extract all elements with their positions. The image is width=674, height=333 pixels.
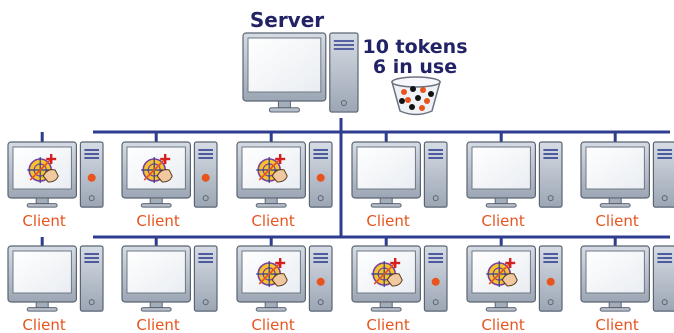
monitor-screen (471, 146, 531, 190)
tower (308, 141, 333, 208)
tower (538, 245, 563, 312)
client-computer: Client (580, 141, 674, 230)
client-computer: Client (7, 141, 104, 230)
server-unit (242, 32, 359, 113)
token-dot (415, 95, 421, 101)
token-dot (428, 91, 434, 97)
client-computer: Client (236, 141, 333, 230)
client-computer: Client (351, 245, 448, 333)
client-label: Client (595, 212, 639, 230)
app-tool-icon (256, 154, 288, 183)
monitor (121, 245, 192, 312)
monitor (351, 141, 422, 208)
active-indicator (431, 277, 440, 286)
client-label: Client (251, 212, 295, 230)
monitor (7, 245, 78, 312)
tower (423, 245, 448, 312)
client-computer: Client (121, 141, 218, 230)
tower (193, 245, 218, 312)
token-dot (419, 105, 425, 111)
monitor-screen (356, 146, 416, 190)
monitor-screen (247, 37, 322, 93)
client-label: Client (136, 316, 180, 333)
client-label: Client (481, 212, 525, 230)
token-dot (420, 87, 426, 93)
token-dot (424, 98, 430, 104)
client-unit (351, 245, 448, 312)
tower (79, 245, 104, 312)
tokens-total-text: 10 tokens (362, 36, 467, 58)
client-label: Client (481, 316, 525, 333)
active-indicator (201, 173, 210, 182)
bucket-rim (391, 76, 441, 88)
client-label: Client (366, 212, 410, 230)
client-label: Client (366, 316, 410, 333)
app-tool-icon (141, 154, 173, 183)
token-dot (409, 104, 415, 110)
client-unit (580, 245, 674, 312)
server-label: Server (250, 8, 324, 32)
active-indicator (546, 277, 555, 286)
token-bucket (391, 76, 441, 116)
tower (329, 32, 359, 113)
monitor-screen (12, 250, 72, 294)
client-unit (121, 141, 218, 208)
tower (79, 141, 104, 208)
client-computer: Client (580, 245, 674, 333)
tower (538, 141, 563, 208)
monitor (242, 32, 327, 113)
token-dot (401, 89, 407, 95)
client-unit (7, 141, 104, 208)
client-label: Client (595, 316, 639, 333)
client-label: Client (22, 212, 66, 230)
client-unit (351, 141, 448, 208)
client-label: Client (22, 316, 66, 333)
client-unit (7, 245, 104, 312)
monitor (580, 245, 651, 312)
client-unit (466, 141, 563, 208)
app-tool-icon (371, 258, 403, 287)
client-computer: Client (466, 245, 563, 333)
app-tool-icon (486, 258, 518, 287)
tower (652, 141, 674, 208)
monitor (466, 141, 537, 208)
monitor-screen (126, 250, 186, 294)
client-computer: Client (121, 245, 218, 333)
token-dot (405, 97, 411, 103)
client-computer: Client (466, 141, 563, 230)
client-unit (236, 245, 333, 312)
server-computer (242, 32, 359, 113)
network-lines (40, 118, 670, 246)
monitor (580, 141, 651, 208)
tower (308, 245, 333, 312)
client-label: Client (136, 212, 180, 230)
client-computer: Client (351, 141, 448, 230)
tower (193, 141, 218, 208)
tower (652, 245, 674, 312)
client-label: Client (251, 316, 295, 333)
token-dot (399, 98, 405, 104)
client-unit (466, 245, 563, 312)
client-unit (236, 141, 333, 208)
active-indicator (316, 277, 325, 286)
monitor-screen (585, 146, 645, 190)
client-unit (121, 245, 218, 312)
app-tool-icon (256, 258, 288, 287)
tower (423, 141, 448, 208)
token-dot (410, 86, 416, 92)
monitor-screen (585, 250, 645, 294)
token-dots (399, 86, 434, 111)
client-computer: Client (7, 245, 104, 333)
tokens-in-use-text: 6 in use (373, 56, 457, 78)
app-tool-icon (27, 154, 59, 183)
active-indicator (87, 173, 96, 182)
client-computer: Client (236, 245, 333, 333)
client-unit (580, 141, 674, 208)
active-indicator (316, 173, 325, 182)
